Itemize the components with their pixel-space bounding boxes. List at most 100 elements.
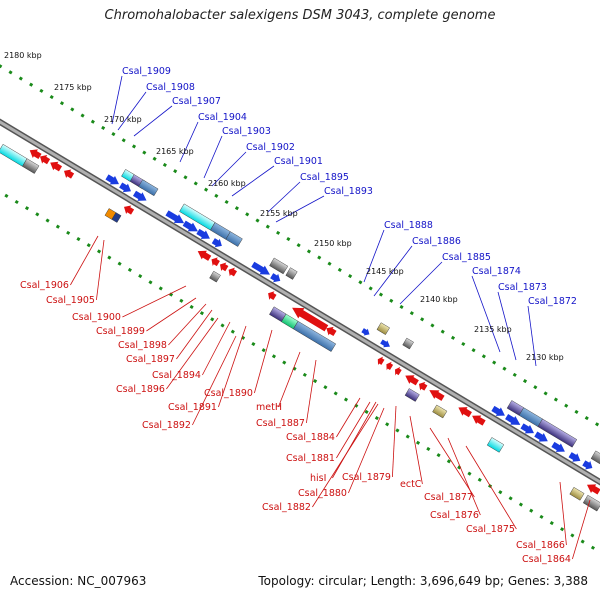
gene-label-csal_1884: Csal_1884	[286, 432, 335, 443]
ruler-label-kbp: 2180 kbp	[4, 51, 42, 60]
upper-label-leader	[373, 245, 413, 297]
reverse-gene-arrow-17	[429, 390, 445, 401]
ruler-label-kbp: 2130 kbp	[526, 353, 564, 362]
upper-label-leader	[133, 105, 173, 137]
reverse-gene-arrow-11	[326, 326, 337, 337]
upper-label-leader	[399, 261, 443, 305]
reverse-gene-arrow-16	[419, 381, 428, 391]
reverse-gene-arrow-14	[395, 366, 402, 376]
lower-label-leader	[306, 359, 317, 424]
forward-gene-arrow-13	[520, 423, 535, 434]
gene-label-hisi: hisI	[310, 473, 326, 484]
gene-label-ectc: ectC	[400, 479, 422, 490]
forward-gene-arrow-9	[361, 328, 370, 336]
lower-gene-box-8	[404, 388, 420, 402]
reverse-gene-arrow-1	[40, 155, 51, 165]
lower-label-leader	[254, 329, 273, 394]
reverse-gene-arrow-19	[472, 415, 486, 426]
gene-label-csal_1886: Csal_1886	[412, 236, 461, 247]
lower-label-leader	[336, 401, 371, 459]
reverse-gene-arrow-15	[405, 375, 419, 386]
lower-label-leader	[168, 303, 207, 346]
lower-gene-box-12	[582, 494, 600, 512]
forward-gene-arrow-0	[105, 174, 120, 185]
upper-label-leader	[471, 275, 501, 353]
reverse-gene-arrow-6	[211, 257, 220, 267]
lower-label-leader	[429, 427, 475, 498]
upper-label-leader	[363, 229, 385, 283]
upper-gene-box-11	[518, 407, 543, 427]
upper-gene-box-12	[537, 418, 578, 448]
lower-label-leader	[166, 317, 219, 390]
lower-label-leader	[176, 309, 213, 360]
gene-label-csal_1866: Csal_1866	[516, 540, 565, 551]
upper-label-leader	[203, 135, 223, 179]
forward-gene-arrow-3	[165, 210, 185, 224]
upper-gene-box-8	[376, 322, 390, 335]
reverse-gene-arrow-5	[197, 250, 212, 261]
upper-label-leader	[267, 181, 301, 213]
forward-gene-arrow-6	[211, 238, 222, 248]
forward-gene-arrow-5	[196, 228, 210, 239]
upper-label-leader	[117, 91, 147, 131]
gene-label-csal_1898: Csal_1898	[118, 340, 167, 351]
lower-label-leader	[278, 351, 301, 408]
gene-label-csal_1892: Csal_1892	[142, 420, 191, 431]
lower-label-leader	[146, 297, 197, 332]
reverse-gene-arrow-0	[29, 149, 42, 160]
forward-gene-arrow-16	[568, 452, 581, 462]
gene-label-csal_1887: Csal_1887	[256, 418, 305, 429]
forward-gene-arrow-14	[534, 431, 548, 442]
upper-label-leader	[497, 291, 517, 361]
lower-gene-box-7	[293, 320, 337, 352]
gene-label-csal_1879: Csal_1879	[342, 472, 391, 483]
ruler-label-kbp: 2140 kbp	[420, 295, 458, 304]
lower-label-leader	[202, 321, 231, 376]
ruler-label-kbp: 2135 kbp	[474, 325, 512, 334]
lower-label-leader	[392, 405, 397, 478]
gene-label-csal_1905: Csal_1905	[46, 295, 95, 306]
reverse-gene-arrow-10	[292, 307, 329, 332]
label-leader-lines	[70, 75, 591, 560]
upper-gene-box-2	[121, 169, 135, 182]
reverse-gene-arrow-9	[268, 291, 277, 300]
gene-label-csal_1882: Csal_1882	[262, 502, 311, 513]
gene-label-csal_1901: Csal_1901	[274, 156, 323, 167]
lower-gene-labels: Csal_1906Csal_1905Csal_1900Csal_1899Csal…	[20, 280, 571, 565]
reverse-gene-arrow-3	[64, 169, 75, 179]
lower-label-leader	[572, 499, 591, 560]
lower-label-leader	[332, 401, 377, 479]
gene-label-csal_1899: Csal_1899	[96, 326, 145, 337]
upper-gene-box-7	[285, 267, 298, 280]
gene-label-csal_1876: Csal_1876	[430, 510, 479, 521]
lower-label-leader	[559, 481, 567, 546]
upper-label-leader	[527, 305, 537, 367]
reverse-gene-arrow-8	[228, 267, 238, 277]
gene-label-csal_1893: Csal_1893	[324, 186, 373, 197]
lower-gene-box-11	[569, 486, 585, 501]
forward-gene-arrow-4	[182, 220, 198, 232]
lower-gene-box-4	[209, 270, 221, 283]
map-title: Chromohalobacter salexigens DSM 3043, co…	[104, 8, 496, 23]
gene-label-csal_1885: Csal_1885	[442, 252, 491, 263]
lower-gene-box-1	[22, 158, 40, 174]
gene-label-csal_1906: Csal_1906	[20, 280, 69, 291]
gene-label-csal_1881: Csal_1881	[286, 453, 335, 464]
gene-label-csal_1875: Csal_1875	[466, 524, 515, 535]
genome-backbone	[0, 118, 600, 486]
ruler-label-kbp: 2160 kbp	[208, 179, 246, 188]
lower-label-leader	[192, 335, 237, 426]
gene-label-csal_1874: Csal_1874	[472, 266, 521, 277]
lower-label-leader	[122, 285, 187, 318]
reverse-gene-arrow-18	[458, 407, 472, 418]
gene-label-csal_1877: Csal_1877	[424, 492, 473, 503]
forward-gene-arrow-7	[251, 261, 270, 275]
reverse-gene-arrow-12	[377, 356, 385, 366]
reverse-gene-arrow-20	[587, 484, 600, 495]
lower-gene-box-10	[486, 437, 505, 453]
upper-label-leader	[211, 151, 247, 187]
accession-text: Accession: NC_007963	[10, 574, 147, 588]
gene-label-csal_1895: Csal_1895	[300, 172, 349, 183]
upper-gene-labels: Csal_1909Csal_1908Csal_1907Csal_1904Csal…	[122, 66, 577, 307]
